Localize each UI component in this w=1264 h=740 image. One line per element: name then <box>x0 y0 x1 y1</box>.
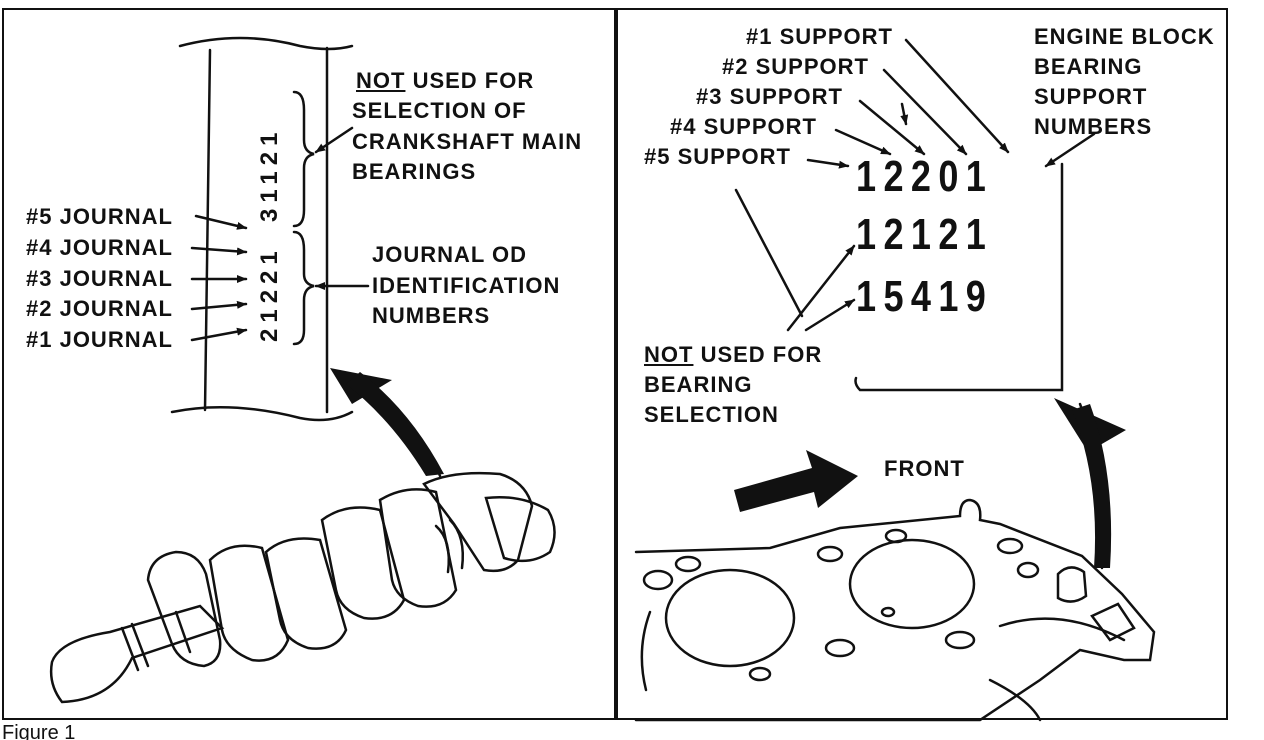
journal-4-label: #4 JOURNAL <box>26 235 173 260</box>
top-note-line-3: CRANKSHAFT MAIN <box>352 129 583 154</box>
bottom-note-line-3: SELECTION <box>644 402 779 427</box>
upper-brace <box>292 90 315 228</box>
crank-snout <box>49 604 225 704</box>
top-note-line-4: BEARINGS <box>352 159 477 184</box>
crank-flange <box>484 495 556 563</box>
strip-top-break <box>178 36 354 51</box>
journal-3-label: #3 JOURNAL <box>26 266 173 291</box>
cylinder-bore-2 <box>848 538 976 630</box>
support-3-label: #3 SUPPORT <box>696 84 843 109</box>
crank-web-6 <box>422 471 534 573</box>
top-note-line-2: SELECTION OF <box>352 98 527 123</box>
code-row-2: 12121 <box>856 210 994 259</box>
crank-web-4 <box>320 506 406 620</box>
od-note-line-3: NUMBERS <box>372 303 491 328</box>
crank-web-1 <box>146 550 222 668</box>
code-row-3: 15419 <box>856 272 994 321</box>
lower-brace <box>292 230 315 346</box>
support-1-label: #1 SUPPORT <box>746 24 893 49</box>
journal-1-label: #1 JOURNAL <box>26 327 173 352</box>
journal-2-label: #2 JOURNAL <box>26 296 173 321</box>
support-4-label: #4 SUPPORT <box>670 114 817 139</box>
strip-left-edge <box>203 48 212 412</box>
engine-note-line-3: SUPPORT <box>1034 84 1148 109</box>
top-note-line-1: NOT USED FOR <box>356 68 535 93</box>
crank-web-5 <box>378 488 458 608</box>
journal-5-label: #5 JOURNAL <box>26 204 173 229</box>
strip-bottom-break <box>170 405 354 422</box>
crank-web-3 <box>264 537 348 650</box>
support-2-label: #2 SUPPORT <box>722 54 869 79</box>
engine-note-line-4: NUMBERS <box>1034 114 1153 139</box>
front-arrow <box>734 450 858 512</box>
engine-note-line-2: BEARING <box>1034 54 1143 79</box>
bottom-note-line-1: NOT USED FOR <box>644 342 823 367</box>
od-note-line-1: JOURNAL OD <box>372 242 528 267</box>
dowel-pin <box>1056 566 1088 603</box>
support-5-label: #5 SUPPORT <box>644 144 791 169</box>
vertical-code-lower: 21221 <box>256 245 283 342</box>
id-plate-outline <box>854 162 1064 392</box>
figure-caption: Figure 1 <box>2 722 76 740</box>
od-note-line-2: IDENTIFICATION <box>372 273 561 298</box>
bottom-note-line-2: BEARING <box>644 372 753 397</box>
crank-web-2 <box>208 544 290 662</box>
engine-block-outline <box>634 498 1156 722</box>
vertical-code-upper: 31121 <box>256 126 283 222</box>
engine-note-line-1: ENGINE BLOCK <box>1034 24 1215 49</box>
front-label: FRONT <box>884 456 965 481</box>
cylinder-bore-1 <box>664 568 796 668</box>
crankshaft-panel <box>2 8 616 720</box>
code-row-1: 12201 <box>856 152 994 201</box>
